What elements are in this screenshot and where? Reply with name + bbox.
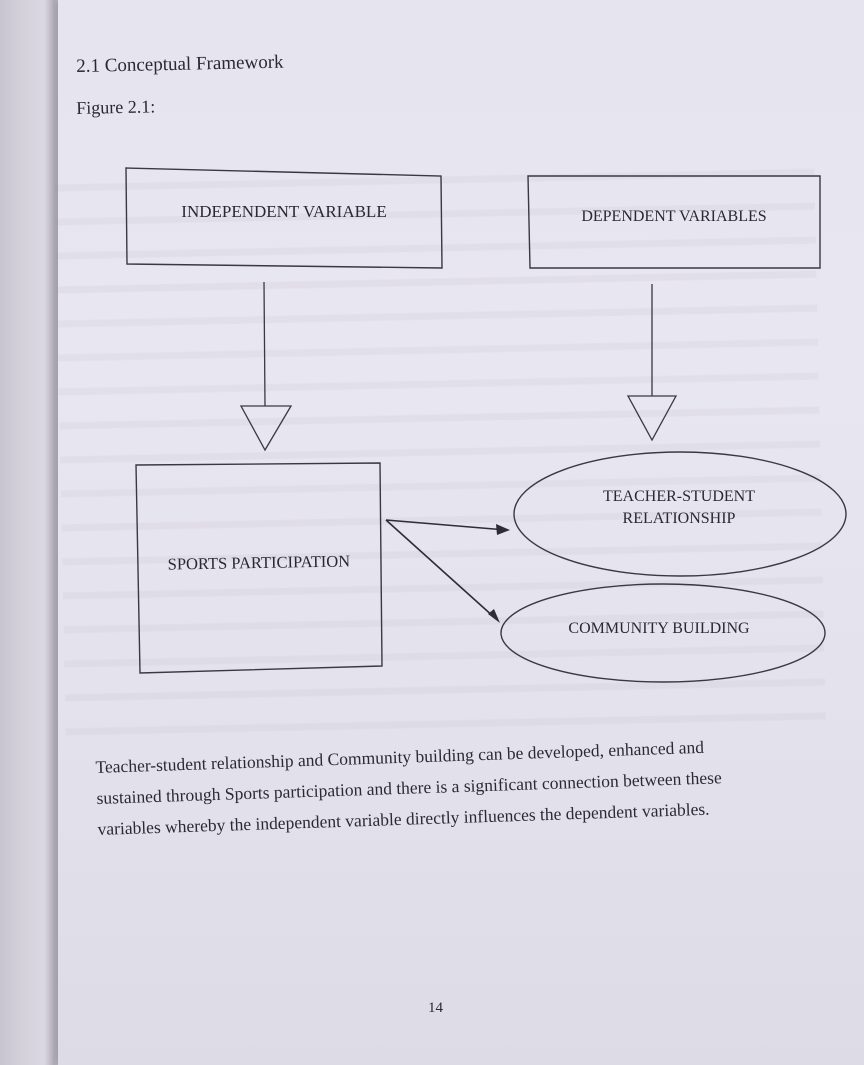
- community-building-node: COMMUNITY BUILDING: [500, 583, 826, 683]
- independent-down-arrow: [239, 281, 293, 452]
- independent-variable-label: INDEPENDENT VARIABLE: [181, 202, 386, 221]
- document-page: [58, 0, 864, 1065]
- connector-to-community-building: [385, 519, 500, 623]
- teacher-student-label-line1: TEACHER-STUDENT: [603, 488, 755, 505]
- connector-to-teacher-student: [385, 519, 510, 535]
- sports-participation-box: SPORTS PARTICIPATION: [135, 462, 383, 674]
- teacher-student-relationship-node: TEACHER-STUDENT RELATIONSHIP: [513, 451, 847, 577]
- dependent-variables-box: DEPENDENT VARIABLES: [527, 175, 821, 269]
- sports-participation-label: SPORTS PARTICIPATION: [168, 551, 351, 573]
- community-building-label: COMMUNITY BUILDING: [568, 620, 750, 637]
- independent-variable-box: INDEPENDENT VARIABLE: [125, 167, 443, 269]
- page-number: 14: [428, 1000, 443, 1016]
- dependent-variables-label: DEPENDENT VARIABLES: [581, 208, 766, 225]
- teacher-student-label-line2: RELATIONSHIP: [623, 510, 736, 527]
- dependent-down-arrow: [626, 284, 678, 442]
